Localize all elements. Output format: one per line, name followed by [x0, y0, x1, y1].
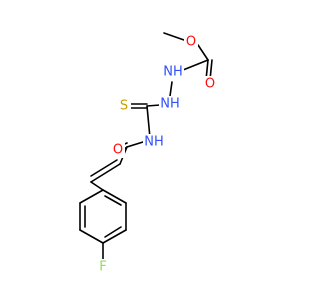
- bond-nh-nh: [169, 81, 173, 97]
- molecule-structure: O O NH NH S NH O F: [79, 32, 217, 275]
- bond-carbonyl-nh: [182, 59, 209, 71]
- oxygen-carbamate-label: O: [205, 77, 215, 92]
- ring-bond-6: [79, 189, 104, 204]
- bond-nh-amide-c: [126, 141, 144, 148]
- bond-o-carbonyl: [197, 44, 209, 61]
- ring-inner-1: [104, 195, 122, 206]
- nh-middle-label: NH: [160, 97, 180, 112]
- bond-methyl-o: [163, 32, 185, 41]
- oxygen-amide-label: O: [113, 143, 123, 158]
- bond-alkene-1: [90, 163, 121, 183]
- oxygen-ether-label: O: [186, 35, 196, 50]
- ring-bond-1: [102, 189, 127, 204]
- bond-nh-thio: [146, 104, 161, 107]
- fluorine-label: F: [99, 260, 106, 275]
- bond-alkene-ring: [90, 181, 104, 191]
- ring-bond-3: [102, 229, 127, 244]
- bond-alkene-2: [90, 159, 118, 177]
- sulfur-label: S: [120, 99, 128, 114]
- nh-amide-label: NH: [144, 135, 164, 150]
- ring-bond-4: [79, 229, 104, 244]
- ring-inner-2: [104, 226, 122, 238]
- nh-upper-label: NH: [163, 65, 183, 80]
- bond-thio-nh: [146, 105, 151, 139]
- atom-labels: O O NH NH S NH O F: [96, 34, 217, 275]
